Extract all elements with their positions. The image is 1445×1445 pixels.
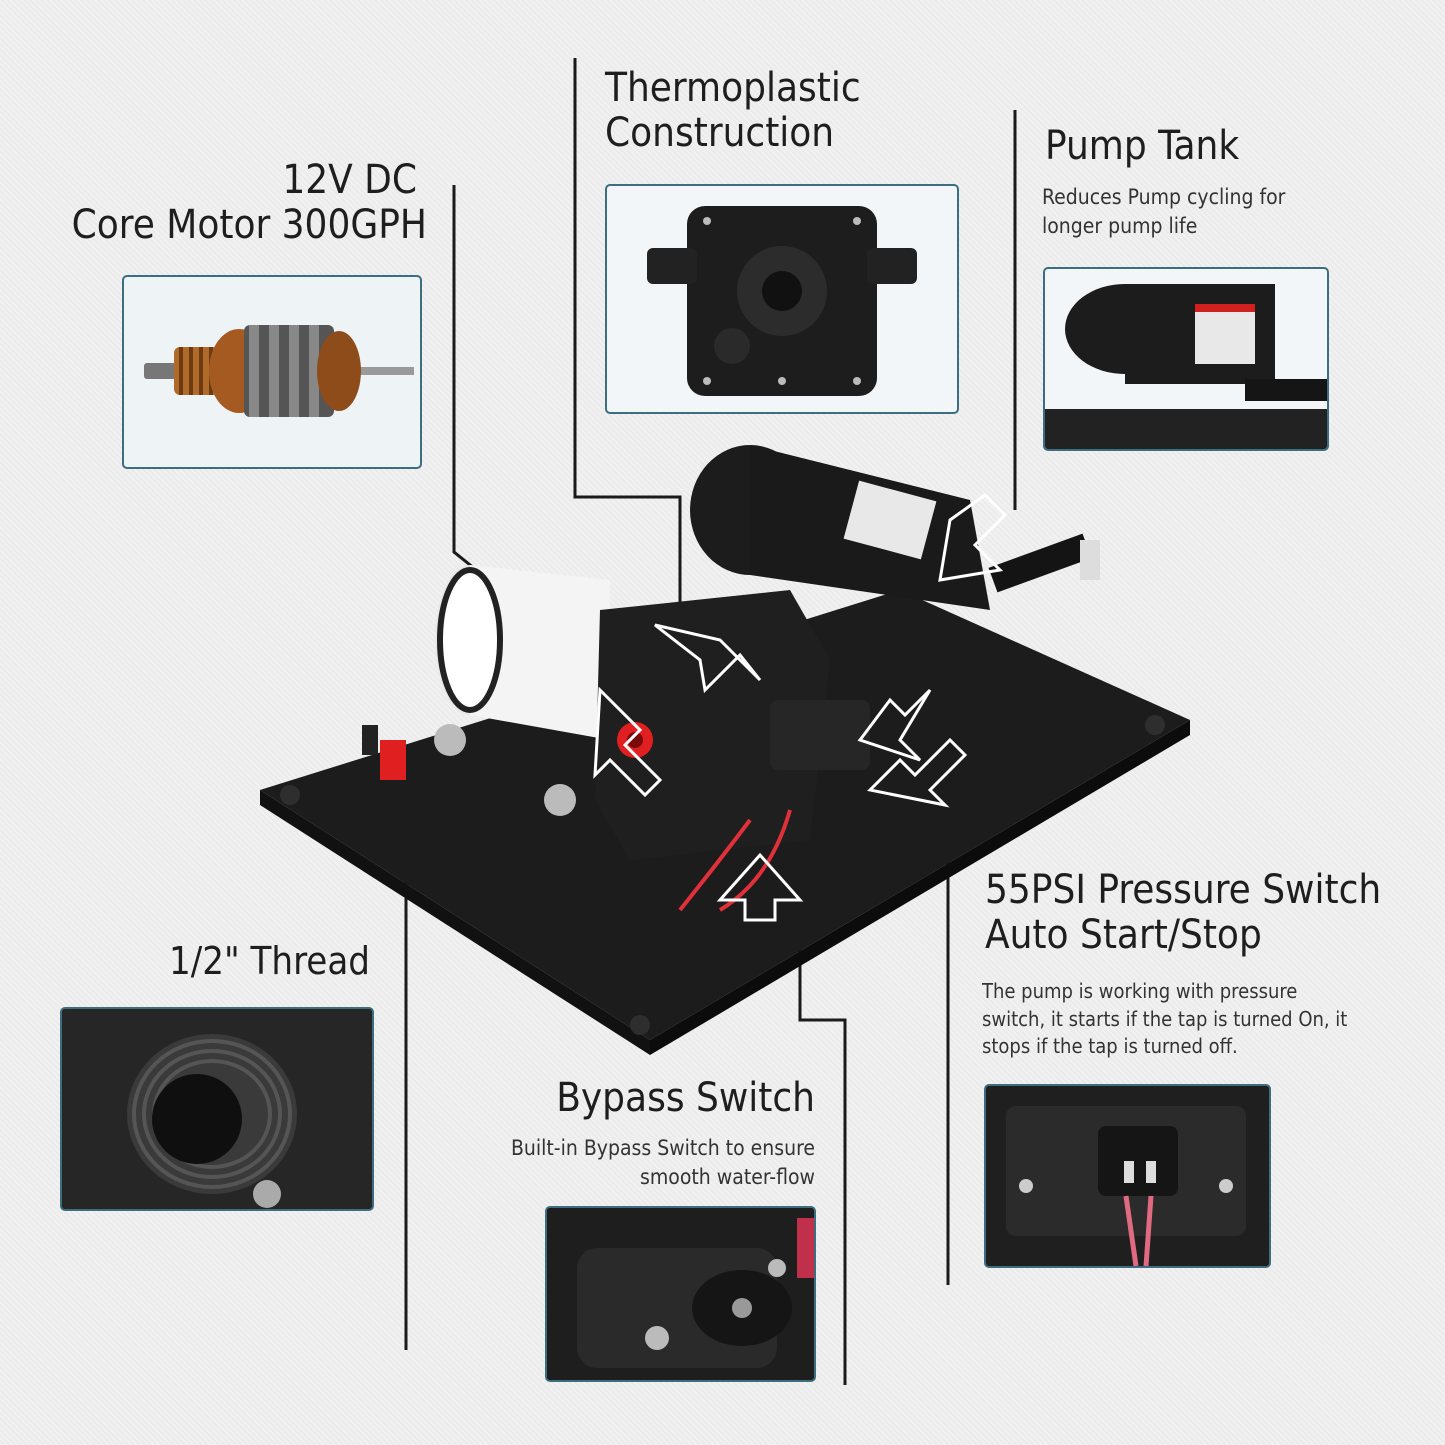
thread-closeup-photo: [60, 1007, 374, 1211]
pressure-title-line-1: 55PSI Pressure Switch: [985, 867, 1382, 913]
bypass-description-line-1: Built-in Bypass Switch to ensure: [510, 1136, 815, 1160]
motor-armature-photo: [122, 275, 422, 469]
bypass-title: Bypass Switch: [556, 1075, 815, 1121]
construction-title-line-1: Thermoplastic: [605, 65, 861, 111]
thread-title: 1/2" Thread: [168, 939, 370, 983]
pressure-title-line-2: Auto Start/Stop: [985, 912, 1262, 959]
bypass-description: Built-in Bypass Switch to ensure smooth …: [511, 1134, 815, 1192]
tank-description-line-1: Reduces Pump cycling for: [1042, 185, 1286, 209]
tank-description: Reduces Pump cycling for longer pump lif…: [1042, 183, 1285, 241]
pump-head-photo: [605, 184, 959, 414]
pressure-description-line-3: stops if the tap is turned off.: [982, 1034, 1238, 1059]
construction-title-line-2: Construction: [605, 110, 835, 157]
pressure-title: 55PSI Pressure Switch Auto Start/Stop: [985, 867, 1382, 959]
construction-title: Thermoplastic Construction: [605, 65, 861, 157]
pressure-description: The pump is working with pressure switch…: [982, 978, 1347, 1061]
motor-title-line-2: Core Motor 300GPH: [71, 202, 427, 249]
bypass-description-line-2: smooth water-flow: [640, 1164, 815, 1189]
motor-title-line-1: 12V DC: [282, 157, 417, 203]
water-pump-main-illustration: [260, 445, 1190, 1055]
pump-tank-photo: [1043, 267, 1329, 451]
tank-description-line-2: longer pump life: [1042, 213, 1198, 238]
bypass-switch-photo: [545, 1206, 816, 1382]
motor: [435, 565, 610, 740]
pressure-description-line-1: The pump is working with pressure: [982, 979, 1298, 1003]
tank-title: Pump Tank: [1045, 123, 1240, 169]
motor-title: 12V DC Core Motor 300GPH: [7, 157, 427, 249]
pressure-tank: [690, 445, 1100, 610]
pressure-switch-photo: [984, 1084, 1271, 1268]
pressure-description-line-2: switch, it starts if the tap is turned O…: [982, 1006, 1348, 1031]
